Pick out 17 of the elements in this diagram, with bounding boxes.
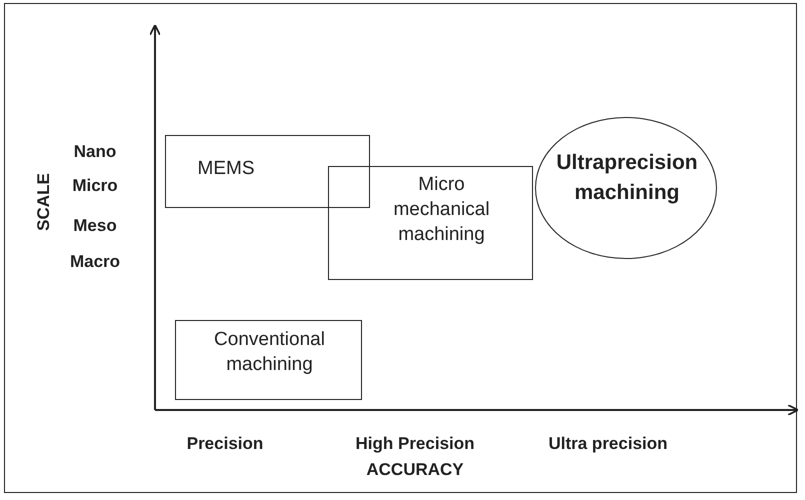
region-label: MEMS [196, 157, 256, 181]
region-box [175, 320, 362, 400]
x-axis-title: ACCURACY [366, 460, 464, 480]
scale-tick-label: Macro [70, 252, 120, 272]
accuracy-tick-label: Precision [186, 434, 264, 454]
scale-tick-label: Micro [72, 176, 118, 196]
region-label: Ultraprecision machining [555, 150, 699, 206]
region-label: Conventional machining [213, 328, 326, 377]
region-label: Micro mechanical machining [392, 173, 491, 247]
accuracy-tick-label: High Precision [355, 434, 475, 454]
ellipse-region [535, 117, 717, 259]
region-box [328, 166, 533, 280]
accuracy-tick-label: Ultra precision [548, 434, 668, 454]
region-box [165, 135, 370, 208]
y-axis-title: SCALE [34, 173, 54, 231]
scale-tick-label: Meso [73, 216, 117, 236]
scale-tick-label: Nano [74, 142, 116, 162]
